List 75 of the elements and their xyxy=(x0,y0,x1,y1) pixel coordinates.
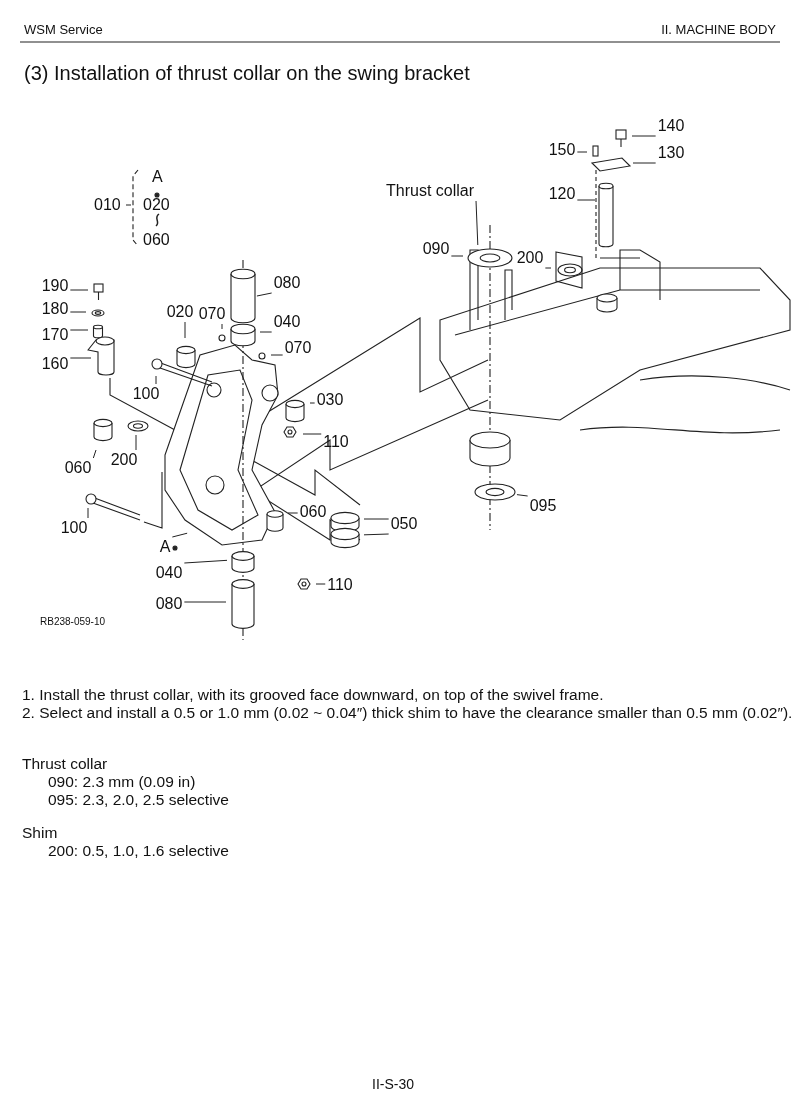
instruction-text: 1. Install the thrust collar, with its grooved face downward, on top of the swivel frame. xyxy=(22,686,605,704)
leader-line xyxy=(363,533,390,536)
leader-line xyxy=(69,311,87,313)
callout-number: 190 xyxy=(41,277,69,295)
callout-number: 110 xyxy=(327,576,353,594)
leader-line xyxy=(221,323,223,330)
callout-number: 030 xyxy=(316,391,344,409)
leader-line xyxy=(475,200,479,246)
callout-number: 110 xyxy=(323,433,349,451)
callout-number: 140 xyxy=(657,117,685,135)
callout-number: 060 xyxy=(143,231,170,249)
leader-line xyxy=(259,331,273,333)
leader-line xyxy=(576,151,588,153)
leader-line xyxy=(363,518,390,520)
callout-number: 160 xyxy=(41,355,69,373)
leader-line xyxy=(69,357,92,359)
reference-letter: A xyxy=(152,168,163,186)
leader-line xyxy=(135,434,137,451)
callout-number: 100 xyxy=(60,519,88,537)
leader-line xyxy=(184,321,186,339)
page-number: II-S-30 xyxy=(372,1076,414,1092)
callout-number: 200 xyxy=(516,249,544,267)
leader-line xyxy=(632,162,657,164)
header-text: WSM Service xyxy=(24,22,103,37)
figure-code: RB238-059-10 xyxy=(40,616,106,627)
leader-line xyxy=(270,354,284,356)
callout-number: 150 xyxy=(548,141,576,159)
callout-number: 040 xyxy=(273,313,301,331)
callout-number: 020 xyxy=(166,303,194,321)
leader-line xyxy=(315,583,326,585)
leader-line xyxy=(87,507,89,519)
leader-line xyxy=(183,559,228,564)
instruction-text: 2. Select and install a 0.5 or 1.0 mm (0.02 ~ 0.04″) thick shim to have the clearance smaller than 0.5 mm (0.02″). xyxy=(22,704,794,722)
leader-line xyxy=(69,289,89,291)
callout-number: 180 xyxy=(41,300,69,318)
spec-text: 095: 2.3, 2.0, 2.5 selective xyxy=(48,791,229,809)
leader-line xyxy=(171,532,188,538)
part-name: Thrust collar xyxy=(386,182,474,200)
callout-number: 120 xyxy=(548,185,576,203)
callout-number: 170 xyxy=(41,326,69,344)
leader-line xyxy=(544,267,552,269)
callout-number: 070 xyxy=(284,339,312,357)
callout-number: 090 xyxy=(422,240,450,258)
callout-number: 200 xyxy=(110,451,138,469)
callout-number: 080 xyxy=(155,595,183,613)
leader-line xyxy=(450,255,464,257)
leader-line xyxy=(183,601,227,603)
leader-line xyxy=(302,433,322,435)
callout-number: 050 xyxy=(390,515,418,533)
callout-number: 070 xyxy=(198,305,226,323)
callout-number: 020 xyxy=(143,196,170,214)
leader-line xyxy=(309,402,316,404)
leader-line xyxy=(155,375,157,385)
leader-line xyxy=(516,494,529,497)
leader-line xyxy=(256,292,273,297)
callout-number: 130 xyxy=(657,144,685,162)
spec-heading: Thrust collar xyxy=(22,755,108,773)
callout-number: 010 xyxy=(94,196,121,214)
leader-line xyxy=(69,329,89,331)
callout-number: 095 xyxy=(529,497,557,515)
callout-number: 100 xyxy=(132,385,160,403)
spec-text: 200: 0.5, 1.0, 1.6 selective xyxy=(48,842,229,860)
callout-number: 080 xyxy=(273,274,301,292)
callout-number: 060 xyxy=(64,459,92,477)
section-title: (3) Installation of thrust collar on the swing bracket xyxy=(24,62,470,85)
callout-number: A xyxy=(159,538,171,556)
callout-number: 060 xyxy=(299,503,327,521)
leader-line xyxy=(576,199,596,201)
spec-text: 090: 2.3 mm (0.09 in) xyxy=(48,773,196,791)
leader-line xyxy=(631,135,657,137)
spec-heading: Shim xyxy=(22,824,58,842)
leader-line xyxy=(92,449,97,459)
callout-number: 040 xyxy=(155,564,183,582)
leader-line xyxy=(287,512,299,514)
header-text: II. MACHINE BODY xyxy=(661,22,776,37)
